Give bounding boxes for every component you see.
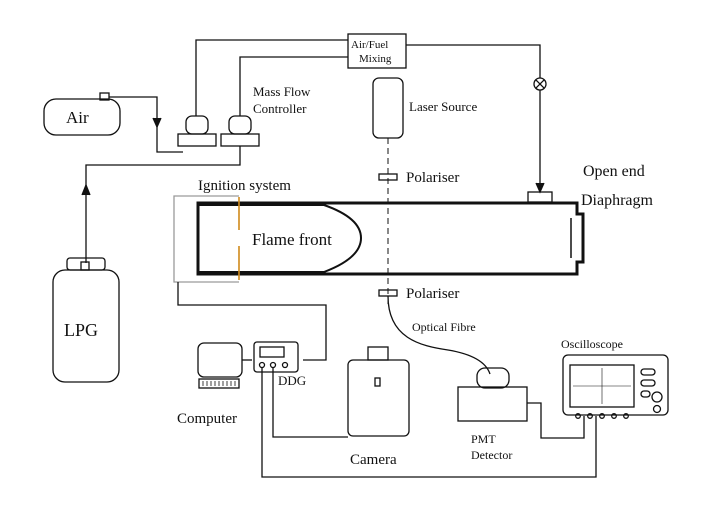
air-fuel-label-2: Mixing [359,53,392,65]
pmt-detector [457,386,528,422]
diaphragm-label: Diaphragm [581,192,654,209]
air-label: Air [66,108,89,127]
ddg-to-camera-line [272,367,348,438]
polariser-top-label: Polariser [406,170,459,186]
pmt-label-2: Detector [471,448,512,462]
combustion-tube [196,201,585,276]
pmt-to-oscilloscope-line [527,402,585,439]
camera-label: Camera [350,452,397,468]
flame-front-label: Flame front [252,230,332,249]
air-fuel-mixing-box [347,33,407,69]
ignition-to-ddg-line [177,282,327,361]
oscilloscope-icon [562,354,669,419]
computer-label: Computer [177,411,237,427]
lpg-line-arrow [81,183,91,196]
polariser-top [378,173,398,181]
laser-source-label: Laser Source [409,99,477,114]
mfc1-to-mixer-line [195,39,348,116]
polariser-bottom-label: Polariser [406,286,459,302]
pmt-label-1: PMT [471,432,496,446]
mass-flow-controller-2 [220,115,260,147]
lpg-label: LPG [64,320,98,340]
ddg-to-oscilloscope-line [261,367,597,478]
ignition-wire [173,195,239,283]
camera-icon [347,346,410,437]
ddg-label: DDG [278,373,306,388]
mfc2-to-mixer-line [239,56,348,116]
pmt-head [476,367,510,389]
ignition-system-label: Ignition system [198,178,291,194]
optical-fibre [387,295,491,375]
computer-icon [197,342,252,389]
optical-fibre-label: Optical Fibre [412,320,476,334]
lpg-cylinder-valve [80,261,90,271]
laser-source [372,77,404,139]
air-cylinder [43,98,121,136]
air-fuel-label-1: Air/Fuel [351,39,388,51]
ddg-icon [253,341,299,373]
valve-cross [535,79,545,89]
oscilloscope-label: Oscilloscope [561,337,623,351]
mass-flow-label-1: Mass Flow [253,84,311,99]
open-end-label: Open end [583,163,645,180]
mixer-feed-arrow [535,182,545,194]
lpg-cylinder [52,269,120,383]
mass-flow-label-2: Controller [253,101,307,116]
mixer-to-tube-line [406,44,541,78]
lpg-line [85,146,241,263]
air-line-arrow [152,117,162,129]
flame-front [198,204,363,273]
mass-flow-controller-1 [177,115,217,147]
